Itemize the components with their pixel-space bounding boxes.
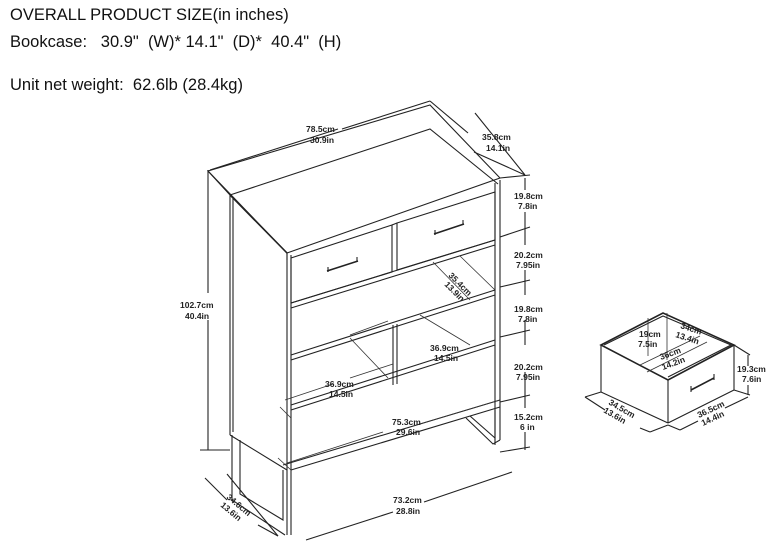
section2-cm-label: 20.2cm (514, 250, 543, 260)
depth-cm-label: 35.8cm (482, 132, 511, 142)
section3-in-label: 7.8in (518, 314, 537, 324)
width-in-label: 30.9in (310, 135, 334, 145)
cubby-left-cm-label: 36.9cm (325, 379, 354, 389)
bookcase-drawing (206, 104, 501, 536)
base-width-cm-label: 73.2cm (393, 495, 422, 505)
bookcase-labels: 78.5cm 30.9in 35.8cm 14.1in 102.7cm 40.4… (180, 124, 543, 523)
bottom-shelf-in-label: 29.6in (396, 427, 420, 437)
drawer-outer-height-cm-label: 19.3cm (737, 364, 766, 374)
section1-cm-label: 19.8cm (514, 191, 543, 201)
section5-cm-label: 15.2cm (514, 412, 543, 422)
width-cm-label: 78.5cm (306, 124, 335, 134)
base-width-in-label: 28.8in (396, 506, 420, 516)
section4-in-label: 7.95in (516, 372, 540, 382)
drawer-labels: 19cm 7.5in 34cm 13.4in 36cm 14.2in 19.3c… (602, 320, 766, 427)
drawer-inner-height-in-label: 7.5in (638, 339, 657, 349)
drawer-outer-height-in-label: 7.6in (742, 374, 761, 384)
section2-in-label: 7.95in (516, 260, 540, 270)
drawer-handle-icon (690, 374, 715, 392)
depth-in-label: 14.1in (486, 143, 510, 153)
cubby-left-in-label: 14.5in (329, 389, 353, 399)
drawer-dimension-lines (584, 318, 751, 433)
height-in-label: 40.4in (185, 311, 209, 321)
product-size-title: OVERALL PRODUCT SIZE(in inches) (10, 6, 289, 24)
cubby-right-cm-label: 36.9cm (430, 343, 459, 353)
section3-cm-label: 19.8cm (514, 304, 543, 314)
bookcase-dimension-lines (200, 100, 531, 541)
bookcase-dimensions: Bookcase: 30.9" (W)* 14.1" (D)* 40.4" (H… (10, 33, 342, 51)
height-cm-label: 102.7cm (180, 300, 214, 310)
section5-in-label: 6 in (520, 422, 535, 432)
cubby-right-in-label: 14.5in (434, 353, 458, 363)
drawer-inner-height-cm-label: 19cm (639, 329, 661, 339)
drawer-handle-left-icon (326, 257, 359, 272)
section4-cm-label: 20.2cm (514, 362, 543, 372)
drawer-handle-right-icon (433, 220, 465, 235)
bottom-shelf-cm-label: 75.3cm (392, 417, 421, 427)
unit-net-weight: Unit net weight: 62.6lb (28.4kg) (10, 76, 243, 94)
section1-in-label: 7.8in (518, 201, 537, 211)
